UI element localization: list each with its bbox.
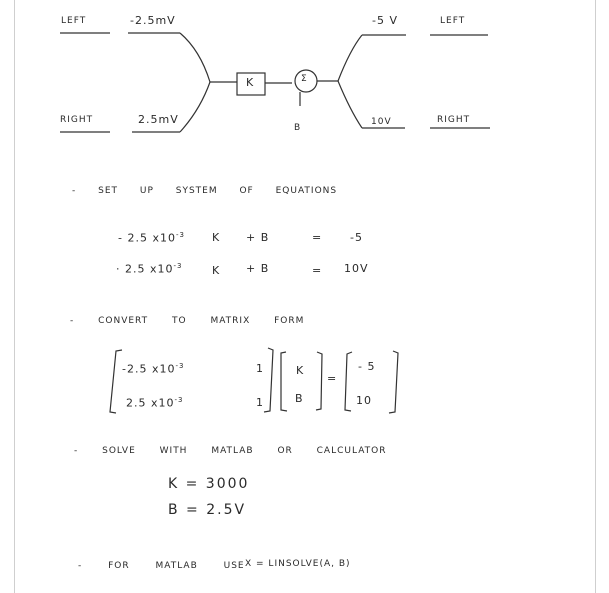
eq2-equals: = — [312, 264, 323, 277]
right-top-label: LEFT — [440, 16, 466, 26]
left-margin-line — [14, 0, 15, 593]
eq2-coefficient: · 2.5 x10-3 — [116, 262, 183, 276]
eq1-k: K — [212, 231, 221, 244]
b-result: B = 2.5V — [168, 502, 247, 518]
step4-text: - FOR MATLAB USE — [78, 561, 245, 571]
left-top-label: LEFT — [61, 16, 87, 26]
vector-b: B — [295, 392, 304, 405]
rhs-b1: - 5 — [358, 360, 376, 373]
matrix-equals: = — [327, 372, 338, 385]
left-bottom-label: RIGHT — [60, 115, 94, 125]
right-top-value: -5 V — [372, 14, 398, 27]
rhs-b2: 10 — [356, 394, 372, 407]
eq1-equals: = — [312, 231, 323, 244]
matrix-a12: 1 — [256, 362, 264, 375]
matlab-command: X = LINSOLVE(A, B) — [245, 559, 351, 569]
matrix-a22: 1 — [256, 396, 264, 409]
vector-k: K — [296, 364, 305, 377]
bias-label: B — [294, 123, 302, 133]
summer-label: Σ — [301, 74, 308, 84]
eq1-rhs: -5 — [350, 231, 363, 244]
right-margin-line — [595, 0, 596, 593]
step2-heading: - CONVERT TO MATRIX FORM — [70, 316, 305, 326]
k-result: K = 3000 — [168, 476, 250, 492]
eq2-k: K — [212, 264, 221, 277]
eq1-b: + B — [246, 231, 270, 244]
gain-box-label: K — [246, 76, 255, 89]
step1-heading: - SET UP SYSTEM OF EQUATIONS — [72, 186, 338, 196]
left-bottom-value: 2.5mV — [138, 113, 179, 126]
eq2-b: + B — [246, 262, 270, 275]
matrix-a21: 2.5 x10-3 — [126, 396, 184, 410]
right-bottom-value: 10V — [371, 117, 392, 127]
left-top-value: -2.5mV — [130, 14, 176, 27]
matrix-a11: -2.5 x10-3 — [122, 362, 185, 376]
eq2-rhs: 10V — [344, 262, 369, 275]
step3-heading: - SOLVE WITH MATLAB OR CALCULATOR — [74, 446, 387, 456]
right-bottom-label: RIGHT — [437, 115, 471, 125]
eq1-coefficient: - 2.5 x10-3 — [118, 231, 185, 245]
